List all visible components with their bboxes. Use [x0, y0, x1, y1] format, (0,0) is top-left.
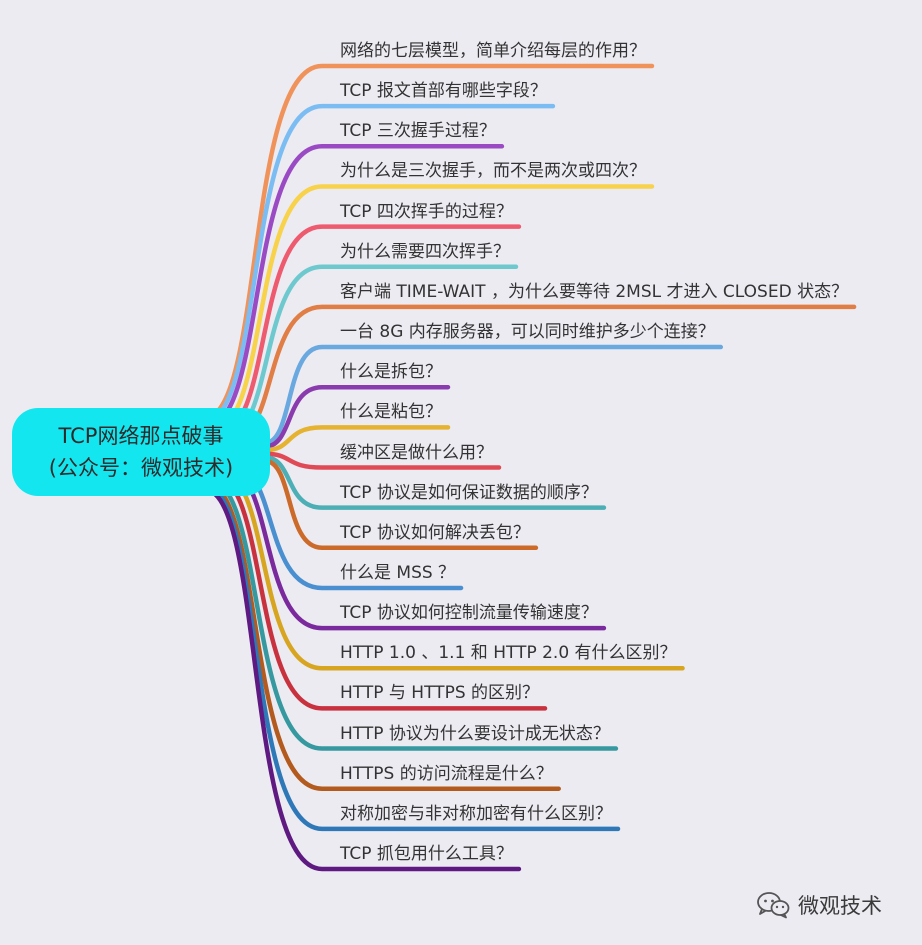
- topic-21: TCP 抓包用什么工具？: [340, 844, 513, 864]
- branch-8: [262, 344, 724, 446]
- topic-1: 网络的七层模型，简单介绍每层的作用？: [340, 41, 646, 61]
- branch-1: [202, 63, 655, 421]
- topic-8: 一台 8G 内存服务器，可以同时维护多少个连接？: [340, 322, 715, 343]
- topic-16: HTTP 1.0 、1.1 和 HTTP 2.0 有什么区别？: [340, 643, 677, 664]
- branch-2: [202, 103, 556, 424]
- topic-6: 为什么需要四次挥手？: [340, 241, 510, 262]
- watermark: 微观技术: [756, 890, 882, 920]
- topic-5: TCP 四次挥手的过程？: [340, 201, 513, 222]
- topic-13: TCP 协议如何解决丢包？: [340, 522, 530, 543]
- topic-19: HTTPS 的访问流程是什么？: [340, 763, 553, 784]
- topic-9: 什么是拆包？: [340, 362, 442, 383]
- topic-7: 客户端 TIME-WAIT ，为什么要等待 2MSL 才进入 CLOSED 状态…: [340, 281, 849, 302]
- branch-21: [202, 487, 522, 872]
- branch-20: [202, 483, 621, 832]
- topic-3: TCP 三次握手过程？: [340, 121, 496, 142]
- branch-13: [262, 458, 539, 551]
- topic-4: 为什么是三次握手，而不是两次或四次？: [340, 161, 646, 182]
- branch-12: [262, 455, 607, 510]
- branch-10: [262, 425, 451, 453]
- branch-9: [262, 384, 451, 449]
- branch-11: [262, 451, 502, 470]
- topic-15: TCP 协议如何控制流量传输速度？: [340, 603, 598, 624]
- topic-14: 什么是 MSS ？: [340, 562, 456, 583]
- central-topic: TCP网络那点破事 (公众号：微观技术): [12, 408, 270, 496]
- topic-11: 缓冲区是做什么用？: [340, 442, 493, 463]
- central-title-line-1: TCP网络那点破事: [58, 424, 224, 448]
- branch-19: [202, 480, 561, 791]
- topic-18: HTTP 协议为什么要设计成无状态？: [340, 723, 610, 744]
- topic-2: TCP 报文首部有哪些字段？: [340, 81, 547, 102]
- central-title-line-2: (公众号：微观技术): [48, 456, 234, 480]
- topic-10: 什么是粘包？: [340, 402, 442, 423]
- wechat-icon: [757, 892, 790, 919]
- topic-20: 对称加密与非对称加密有什么区别？: [340, 803, 612, 824]
- watermark-text: 微观技术: [798, 894, 882, 918]
- topic-17: HTTP 与 HTTPS 的区别？: [340, 683, 540, 704]
- topic-12: TCP 协议是如何保证数据的顺序？: [340, 482, 598, 503]
